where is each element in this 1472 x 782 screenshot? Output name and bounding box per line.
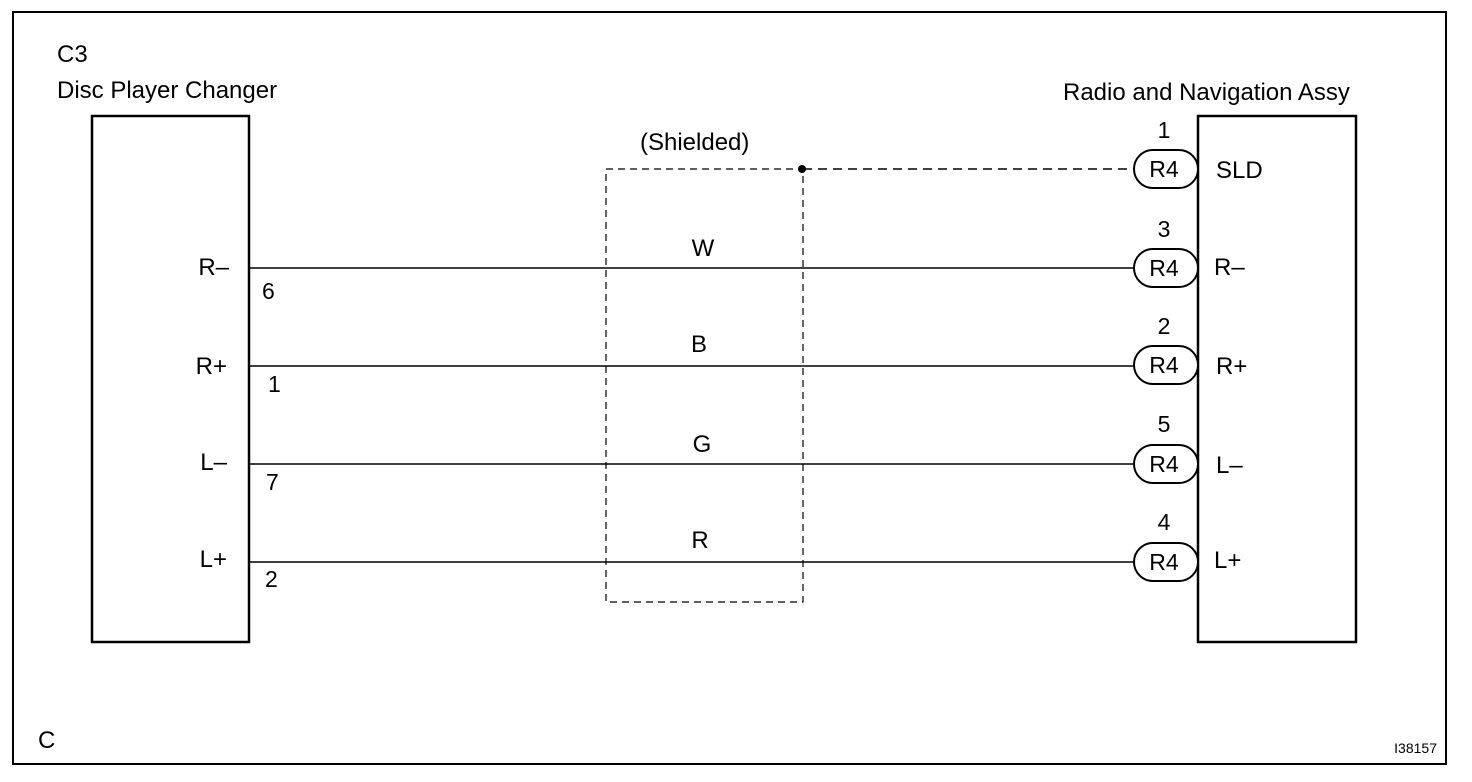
diagram-frame — [12, 11, 1447, 765]
connector-tab-r-minus — [1133, 248, 1199, 288]
left-component-code: C3 — [57, 41, 88, 68]
right-pin-number-sld: 1 — [1158, 117, 1171, 143]
figure-id: I38157 — [1394, 740, 1437, 756]
wire-color-l-plus: R — [691, 527, 708, 554]
corner-letter: C — [38, 727, 55, 754]
left-pin-number-l-plus: 2 — [265, 566, 278, 592]
left-signal-r-plus: R+ — [196, 353, 227, 380]
right-component-box — [1196, 114, 1358, 644]
right-signal-sld: SLD — [1216, 157, 1263, 184]
shield-label: (Shielded) — [640, 129, 749, 156]
right-pin-number-r-minus: 3 — [1158, 216, 1171, 242]
connector-code-l-minus: R4 — [1149, 451, 1179, 477]
connector-tab-sld — [1133, 149, 1199, 189]
right-component-name: Radio and Navigation Assy — [1063, 79, 1350, 106]
left-signal-l-plus: L+ — [200, 546, 227, 573]
left-component-box — [90, 114, 251, 644]
left-signal-l-minus: L– — [200, 449, 227, 476]
connector-code-r-minus: R4 — [1149, 255, 1179, 281]
right-signal-l-minus: L– — [1216, 452, 1243, 479]
right-signal-r-plus: R+ — [1216, 353, 1247, 380]
connector-code-r-plus: R4 — [1149, 352, 1179, 378]
wire-color-l-minus: G — [693, 431, 712, 458]
right-pin-number-l-minus: 5 — [1158, 411, 1171, 437]
wire-color-r-plus: B — [691, 331, 707, 358]
connector-tab-l-plus — [1133, 542, 1199, 582]
wire-color-r-minus: W — [692, 235, 715, 262]
connector-tab-r-plus — [1133, 345, 1199, 385]
left-pin-number-r-minus: 6 — [262, 278, 275, 304]
shield-box — [605, 168, 804, 603]
right-signal-l-plus: L+ — [1214, 547, 1241, 574]
right-signal-r-minus: R– — [1214, 254, 1245, 281]
left-component-name: Disc Player Changer — [57, 77, 277, 104]
left-pin-number-r-plus: 1 — [268, 371, 281, 397]
right-pin-number-r-plus: 2 — [1158, 313, 1171, 339]
left-signal-r-minus: R– — [198, 254, 229, 281]
connector-code-l-plus: R4 — [1149, 549, 1179, 575]
left-pin-number-l-minus: 7 — [266, 469, 279, 495]
connector-code-sld: R4 — [1149, 156, 1179, 182]
shield-junction-dot — [798, 165, 806, 173]
connector-tab-l-minus — [1133, 444, 1199, 484]
right-pin-number-l-plus: 4 — [1158, 509, 1171, 535]
